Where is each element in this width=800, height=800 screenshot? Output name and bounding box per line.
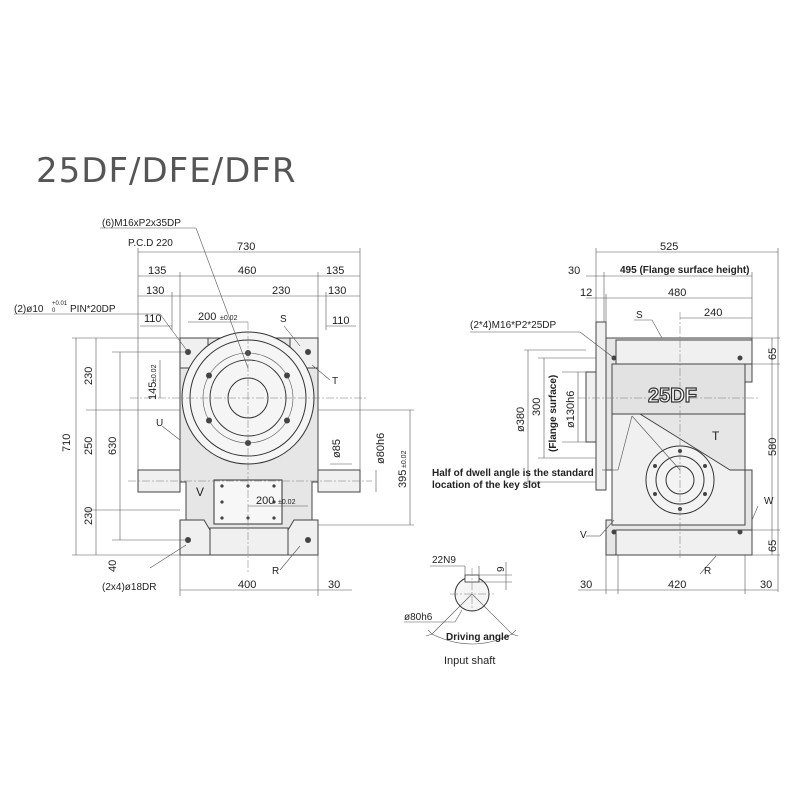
front-dim-200-top-tol: ±0.02 xyxy=(220,315,238,322)
front-dim-230: 230 xyxy=(272,285,290,297)
front-dim-135-right: 135 xyxy=(326,265,344,277)
front-dim-230-upper: 230 xyxy=(83,367,95,385)
side-dim-525: 525 xyxy=(660,241,678,253)
front-dim-730: 730 xyxy=(237,241,255,253)
side-dim-300: 300 xyxy=(531,398,543,416)
front-pin-tol-upper: +0.01 xyxy=(52,301,68,307)
shaft-diameter-label: ø80h6 xyxy=(404,612,433,623)
side-dim-65-bottom: 65 xyxy=(767,540,779,552)
front-dim-460: 460 xyxy=(238,265,256,277)
front-leaders xyxy=(14,227,331,571)
front-dim-200-bottom-tol: ±0.02 xyxy=(278,499,296,506)
front-dim-395: 395 xyxy=(397,470,409,488)
shaft-key-depth-label: 9 xyxy=(496,566,507,572)
front-dim-80h6: ø80h6 xyxy=(375,433,387,464)
side-model-badge: 25DF xyxy=(648,385,697,407)
side-output-bolt-holes xyxy=(653,449,707,511)
side-label-w: W xyxy=(764,496,774,507)
front-dim-130-right: 130 xyxy=(328,285,346,297)
side-dim-580: 580 xyxy=(767,438,779,456)
front-label-r: R xyxy=(272,566,279,577)
front-pin-depth-label: PIN*20DP xyxy=(70,304,116,315)
side-dim-30-top: 30 xyxy=(568,265,580,277)
front-dim-200-top: 200 xyxy=(198,311,216,323)
side-dim-480: 480 xyxy=(668,287,686,299)
side-dim-30-right: 30 xyxy=(760,579,772,591)
front-dim-30: 30 xyxy=(328,579,340,591)
side-body-block xyxy=(611,363,746,415)
front-dim-250: 250 xyxy=(83,437,95,455)
front-pin-tol-lower: 0 xyxy=(52,308,56,314)
front-dim-145-tol: ±0.02 xyxy=(151,364,158,382)
side-dimension-lines xyxy=(524,248,780,594)
side-label-t: T xyxy=(712,429,720,443)
side-tapped-holes-label: (2*4)M16*P2*25DP xyxy=(470,320,556,331)
side-dim-12: 12 xyxy=(580,287,592,299)
side-dim-495-flange: 495 (Flange surface height) xyxy=(620,265,749,276)
shaft-key-label: 22N9 xyxy=(432,555,456,566)
front-dim-110-left: 110 xyxy=(144,313,162,325)
front-dim-400: 400 xyxy=(238,579,256,591)
front-label-t: T xyxy=(332,376,338,387)
front-label-s: S xyxy=(280,314,287,325)
side-label-v: V xyxy=(580,530,587,541)
front-dim-130-left: 130 xyxy=(146,285,164,297)
front-label-v: V xyxy=(196,485,204,499)
shaft-caption: Input shaft xyxy=(444,655,495,667)
shaft-angle-label: Driving angle xyxy=(446,632,510,643)
front-dim-710: 710 xyxy=(61,434,73,452)
side-label-r: R xyxy=(704,566,711,577)
front-cover-screws xyxy=(220,484,276,520)
side-top-flange-band xyxy=(615,339,753,365)
front-bottom-right-pad xyxy=(287,519,319,556)
front-dim-110-right: 110 xyxy=(332,315,350,327)
front-dim-630: 630 xyxy=(107,437,119,455)
side-note-line1: Half of dwell angle is the standard xyxy=(432,468,594,479)
front-bolt-holes xyxy=(206,350,290,446)
side-dim-30-left: 30 xyxy=(580,579,592,591)
front-pin-label: (2)ø10 xyxy=(14,304,44,315)
front-tapped-holes-label: (6)M16xP2x35DP xyxy=(102,218,181,229)
front-dimension-lines xyxy=(72,248,414,596)
side-label-s: S xyxy=(636,310,643,321)
side-dim-130h6: ø130h6 xyxy=(565,391,577,428)
front-dim-230-lower: 230 xyxy=(83,507,95,525)
side-dim-flange-surface: (Flange surface) xyxy=(548,375,559,452)
side-flange-plate xyxy=(595,321,607,491)
side-dim-240: 240 xyxy=(704,307,722,319)
front-label-u: U xyxy=(156,418,163,429)
front-dim-85: ø85 xyxy=(331,439,343,458)
front-pin-hole-right xyxy=(305,349,311,355)
front-dim-200-bottom: 200 xyxy=(256,495,274,507)
front-base-holes-label: (2x4)ø18DR xyxy=(102,582,156,593)
front-dim-40: 40 xyxy=(107,560,119,572)
side-view xyxy=(578,312,760,560)
drawing-title: 25DF/DFE/DFR xyxy=(36,151,297,191)
side-dim-65-top: 65 xyxy=(767,348,779,360)
front-base-strip xyxy=(209,527,289,556)
front-dim-145: 145 xyxy=(147,382,159,400)
front-dim-135-left: 135 xyxy=(148,265,166,277)
front-dim-395-tol: ±0.02 xyxy=(401,450,408,468)
front-bottom-left-pad xyxy=(179,519,211,556)
front-pcd-label: P.C.D 220 xyxy=(128,238,173,249)
side-leaders xyxy=(470,319,759,575)
front-base-hole-right xyxy=(305,537,311,543)
front-view xyxy=(128,322,372,572)
side-dim-380: ø380 xyxy=(515,407,527,432)
side-input-boss xyxy=(585,371,597,443)
input-shaft-detail xyxy=(404,562,519,645)
side-note-line2: location of the key slot xyxy=(432,480,541,491)
side-bottom-base-band xyxy=(615,529,753,556)
side-dim-420: 420 xyxy=(668,579,686,591)
